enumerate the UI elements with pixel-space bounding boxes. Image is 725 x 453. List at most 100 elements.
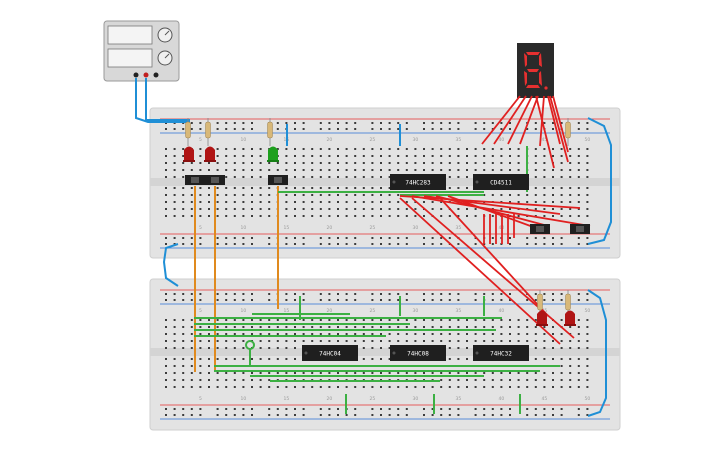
breadboard-hole[interactable] [251, 215, 253, 217]
breadboard-hole[interactable] [216, 128, 219, 130]
breadboard-hole[interactable] [534, 122, 537, 124]
breadboard-hole[interactable] [199, 340, 202, 342]
breadboard-hole[interactable] [586, 122, 589, 124]
breadboard-hole[interactable] [216, 148, 219, 150]
breadboard-hole[interactable] [526, 414, 529, 416]
breadboard-hole[interactable] [294, 358, 296, 360]
breadboard-hole[interactable] [276, 358, 279, 360]
breadboard-hole[interactable] [242, 347, 245, 349]
breadboard-hole[interactable] [268, 347, 271, 349]
breadboard-hole[interactable] [259, 379, 262, 381]
breadboard-hole[interactable] [560, 155, 563, 157]
breadboard-hole[interactable] [216, 122, 219, 124]
breadboard-hole[interactable] [285, 162, 288, 164]
breadboard-hole[interactable] [431, 326, 434, 328]
breadboard-hole[interactable] [311, 169, 314, 171]
breadboard-hole[interactable] [208, 379, 210, 381]
breadboard-hole[interactable] [182, 293, 185, 295]
breadboard-hole[interactable] [509, 243, 511, 245]
breadboard-hole[interactable] [208, 347, 210, 349]
breadboard-hole[interactable] [251, 372, 253, 374]
breadboard-hole[interactable] [208, 386, 210, 388]
breadboard-hole[interactable] [509, 293, 511, 295]
breadboard-hole[interactable] [362, 372, 365, 374]
breadboard-hole[interactable] [543, 208, 546, 210]
wire-red[interactable] [519, 95, 539, 145]
breadboard-hole[interactable] [294, 293, 296, 295]
breadboard-hole[interactable] [397, 333, 400, 335]
breadboard-hole[interactable] [285, 326, 288, 328]
breadboard-hole[interactable] [423, 201, 425, 203]
breadboard-hole[interactable] [190, 340, 193, 342]
breadboard-hole[interactable] [354, 187, 357, 189]
breadboard-hole[interactable] [448, 326, 451, 328]
breadboard-hole[interactable] [311, 326, 314, 328]
breadboard-hole[interactable] [354, 208, 357, 210]
breadboard-hole[interactable] [337, 333, 339, 335]
power-terminal-negative[interactable] [133, 72, 139, 78]
breadboard-hole[interactable] [474, 372, 477, 374]
breadboard-hole[interactable] [259, 326, 262, 328]
breadboard-hole[interactable] [534, 319, 537, 321]
breadboard-hole[interactable] [491, 340, 494, 342]
breadboard-hole[interactable] [534, 162, 537, 164]
breadboard-hole[interactable] [242, 215, 245, 217]
breadboard-hole[interactable] [560, 293, 563, 295]
breadboard-hole[interactable] [380, 128, 382, 130]
breadboard-hole[interactable] [534, 176, 537, 178]
breadboard-hole[interactable] [242, 326, 245, 328]
breadboard-hole[interactable] [526, 340, 529, 342]
breadboard-hole[interactable] [577, 340, 580, 342]
breadboard-hole[interactable] [371, 414, 374, 416]
breadboard-hole[interactable] [268, 208, 271, 210]
breadboard-hole[interactable] [354, 215, 357, 217]
breadboard-hole[interactable] [345, 208, 348, 210]
resistor-icon[interactable] [537, 290, 543, 318]
breadboard-hole[interactable] [526, 319, 529, 321]
breadboard-hole[interactable] [233, 347, 236, 349]
breadboard-hole[interactable] [268, 293, 271, 295]
breadboard-hole[interactable] [259, 148, 262, 150]
breadboard-hole[interactable] [276, 372, 279, 374]
breadboard-hole[interactable] [182, 215, 185, 217]
breadboard-hole[interactable] [405, 333, 408, 335]
breadboard-hole[interactable] [233, 162, 236, 164]
breadboard-hole[interactable] [182, 176, 185, 178]
breadboard-hole[interactable] [276, 408, 279, 410]
breadboard-hole[interactable] [543, 148, 546, 150]
breadboard-hole[interactable] [388, 414, 391, 416]
breadboard-hole[interactable] [225, 162, 228, 164]
breadboard-hole[interactable] [294, 372, 296, 374]
breadboard-hole[interactable] [328, 293, 331, 295]
breadboard-hole[interactable] [208, 194, 210, 196]
breadboard-hole[interactable] [302, 319, 305, 321]
breadboard-hole[interactable] [491, 379, 494, 381]
breadboard-hole[interactable] [509, 169, 511, 171]
breadboard-hole[interactable] [165, 201, 167, 203]
breadboard-hole[interactable] [534, 169, 537, 171]
breadboard-hole[interactable] [354, 243, 357, 245]
breadboard-hole[interactable] [491, 162, 494, 164]
breadboard-hole[interactable] [560, 299, 563, 301]
breadboard-hole[interactable] [586, 408, 589, 410]
breadboard-hole[interactable] [199, 347, 202, 349]
breadboard-hole[interactable] [543, 201, 546, 203]
breadboard-hole[interactable] [543, 326, 546, 328]
breadboard-hole[interactable] [371, 201, 374, 203]
breadboard-hole[interactable] [483, 408, 486, 410]
breadboard-hole[interactable] [362, 340, 365, 342]
breadboard-hole[interactable] [302, 326, 305, 328]
breadboard-hole[interactable] [577, 358, 580, 360]
breadboard-hole[interactable] [362, 215, 365, 217]
breadboard-hole[interactable] [225, 215, 228, 217]
breadboard-hole[interactable] [371, 333, 374, 335]
breadboard-hole[interactable] [509, 148, 511, 150]
breadboard-hole[interactable] [380, 319, 382, 321]
breadboard-hole[interactable] [457, 379, 460, 381]
breadboard-hole[interactable] [190, 414, 193, 416]
breadboard-hole[interactable] [560, 201, 563, 203]
breadboard-hole[interactable] [182, 358, 185, 360]
breadboard-hole[interactable] [233, 187, 236, 189]
breadboard-hole[interactable] [328, 319, 331, 321]
breadboard-hole[interactable] [216, 358, 219, 360]
